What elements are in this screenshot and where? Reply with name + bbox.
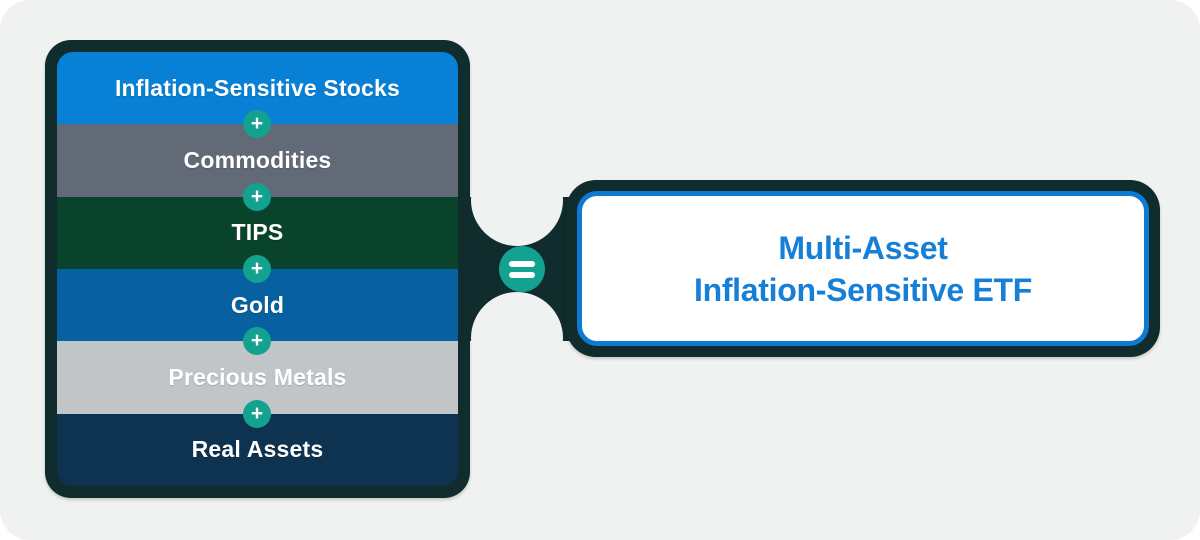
equals-icon bbox=[499, 246, 545, 292]
asset-band-real-assets: Real Assets bbox=[57, 413, 458, 486]
etf-result-panel: Multi-Asset Inflation-Sensitive ETF bbox=[566, 180, 1160, 357]
etf-title-line-2: Inflation-Sensitive ETF bbox=[693, 271, 1033, 308]
connector-curve-bottom bbox=[471, 292, 563, 384]
asset-band-label: Precious Metals bbox=[168, 363, 347, 390]
plus-icon: + bbox=[243, 255, 271, 283]
plus-icon: + bbox=[243, 327, 271, 355]
plus-icon: + bbox=[243, 183, 271, 211]
asset-band-label: Gold bbox=[230, 291, 285, 318]
asset-band-inflation-sensitive-stocks: Inflation-Sensitive Stocks bbox=[57, 52, 458, 125]
asset-band-label: Inflation-Sensitive Stocks bbox=[114, 74, 401, 101]
equals-icon-bar bbox=[509, 260, 535, 267]
plus-icon-glyph: + bbox=[250, 185, 264, 208]
etf-result-card: Multi-Asset Inflation-Sensitive ETF bbox=[577, 191, 1149, 346]
connector-curve-top bbox=[471, 154, 563, 246]
plus-icon: + bbox=[243, 110, 271, 138]
equals-icon-bar bbox=[509, 271, 535, 278]
plus-icon-glyph: + bbox=[250, 257, 264, 280]
plus-icon-glyph: + bbox=[250, 112, 264, 135]
asset-band-label: TIPS bbox=[231, 219, 284, 246]
plus-icon-glyph: + bbox=[250, 402, 264, 425]
plus-icon: + bbox=[243, 400, 271, 428]
etf-title-line-1: Multi-Asset bbox=[778, 229, 948, 266]
asset-band-label: Commodities bbox=[183, 146, 332, 173]
plus-icon-glyph: + bbox=[250, 329, 264, 352]
asset-band-label: Real Assets bbox=[191, 436, 324, 463]
